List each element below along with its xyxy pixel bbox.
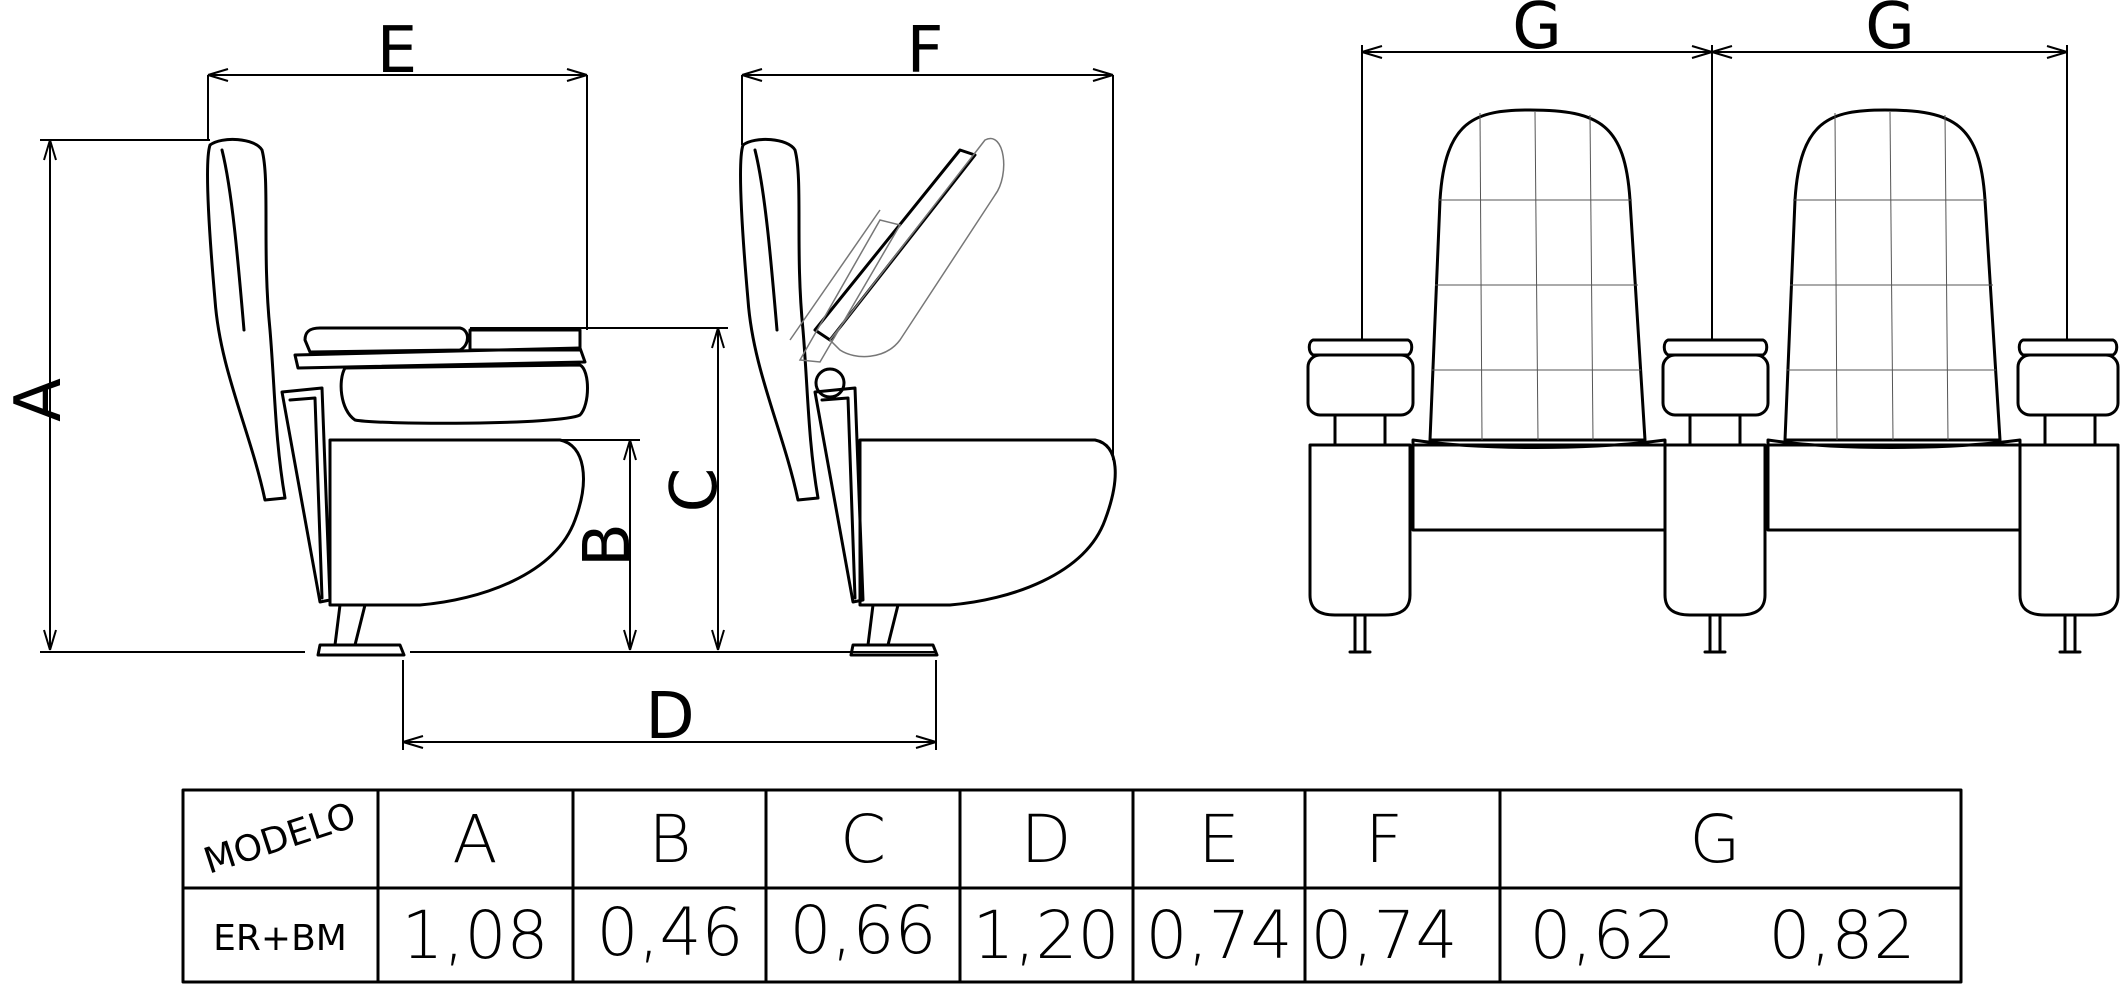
dim-label-g-right: G bbox=[1865, 0, 1915, 64]
table-value-e: 0,74 bbox=[1146, 897, 1293, 974]
table-header-a: A bbox=[452, 801, 497, 878]
table-header-f: F bbox=[1365, 801, 1403, 878]
table-model-name: ER+BM bbox=[213, 918, 347, 959]
table-value-g-1: 0,62 bbox=[1530, 897, 1677, 974]
table-header-g: G bbox=[1689, 801, 1740, 878]
front-view bbox=[1306, 108, 2120, 654]
table-header-modelo: MODELO bbox=[199, 795, 361, 883]
table-header-b: B bbox=[648, 801, 691, 878]
spec-table bbox=[181, 788, 1963, 984]
table-value-c: 0,66 bbox=[790, 892, 937, 969]
table-value-d: 1,20 bbox=[973, 897, 1120, 974]
side-view-upright bbox=[739, 137, 1117, 657]
dim-label-c: C bbox=[658, 468, 732, 513]
dimension-lines bbox=[40, 45, 2068, 750]
dim-label-f: F bbox=[907, 14, 944, 88]
dim-label-b: B bbox=[571, 523, 645, 567]
dim-label-a: A bbox=[2, 378, 76, 422]
table-header-e: E bbox=[1198, 801, 1240, 878]
table-value-f: 0,74 bbox=[1311, 897, 1458, 974]
dim-label-g-left: G bbox=[1512, 0, 1562, 64]
table-value-g-2: 0,82 bbox=[1769, 897, 1916, 974]
table-value-b: 0,46 bbox=[597, 894, 744, 971]
side-view-reclined bbox=[206, 137, 589, 657]
table-value-a: 1,08 bbox=[402, 897, 549, 974]
dim-label-d: D bbox=[645, 680, 694, 754]
dim-label-e: E bbox=[377, 14, 417, 88]
table-header-c: C bbox=[840, 801, 886, 878]
table-header-d: D bbox=[1021, 801, 1072, 878]
